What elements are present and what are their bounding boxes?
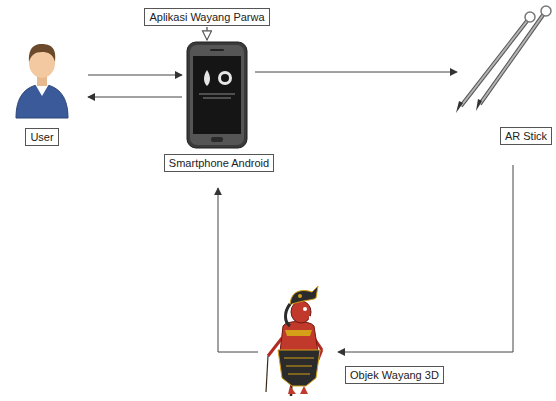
node-label: AR Stick — [500, 127, 552, 145]
flow-arrow — [206, 27, 207, 40]
screen-line — [203, 98, 231, 99]
stick-ring — [541, 6, 551, 16]
flow-arrow — [338, 165, 513, 352]
app-logo — [218, 71, 232, 85]
wayang-ornament — [285, 330, 312, 336]
stick — [461, 21, 527, 106]
wayang-fang — [309, 316, 316, 320]
wayang-crown-gem — [298, 294, 302, 298]
flow-arrow — [88, 97, 182, 98]
user-hair — [29, 44, 55, 62]
flow-arrow — [255, 72, 457, 73]
wayang-hair — [286, 304, 291, 326]
stick-ring — [525, 12, 535, 22]
wayang-feet — [288, 386, 308, 394]
node-label: Objek Wayang 3D — [345, 366, 444, 384]
wayang-eye — [303, 307, 307, 311]
actor-node: User — [14, 40, 74, 120]
wayang-body — [280, 322, 318, 353]
user-icon — [16, 44, 68, 118]
wayang-arm-stick — [266, 356, 268, 392]
phone-speaker — [210, 49, 224, 51]
flow-arrow — [88, 75, 182, 76]
screen-line — [199, 94, 235, 95]
device-node: AR Stick — [455, 5, 552, 113]
wayang-crown — [290, 286, 318, 306]
flow-arrow — [218, 188, 258, 352]
smartphone-picture — [187, 42, 247, 148]
ar-stick-picture — [456, 6, 551, 113]
app-label-box: Aplikasi Wayang Parwa — [144, 8, 269, 26]
wayang-pattern — [284, 358, 314, 374]
wayang-skirt — [278, 350, 320, 386]
node-label: User — [25, 128, 58, 146]
wayang-figure — [266, 286, 322, 396]
app-logo — [221, 74, 229, 82]
node-label: Aplikasi Wayang Parwa — [144, 8, 269, 26]
stick-tip — [456, 101, 463, 113]
stick — [480, 15, 543, 104]
object-node: Objek Wayang 3D — [262, 285, 330, 397]
stick-tip — [476, 99, 482, 111]
wayang-head — [291, 301, 311, 323]
phone-button — [211, 137, 223, 142]
phone-rim — [190, 45, 244, 145]
phone-case — [187, 42, 247, 148]
device-node: Smartphone Android — [187, 42, 247, 148]
stick — [480, 15, 543, 104]
stick — [461, 21, 527, 106]
user-body — [16, 84, 68, 118]
phone-screen — [193, 56, 241, 134]
node-label: Smartphone Android — [164, 154, 274, 172]
app-logo — [204, 70, 210, 86]
